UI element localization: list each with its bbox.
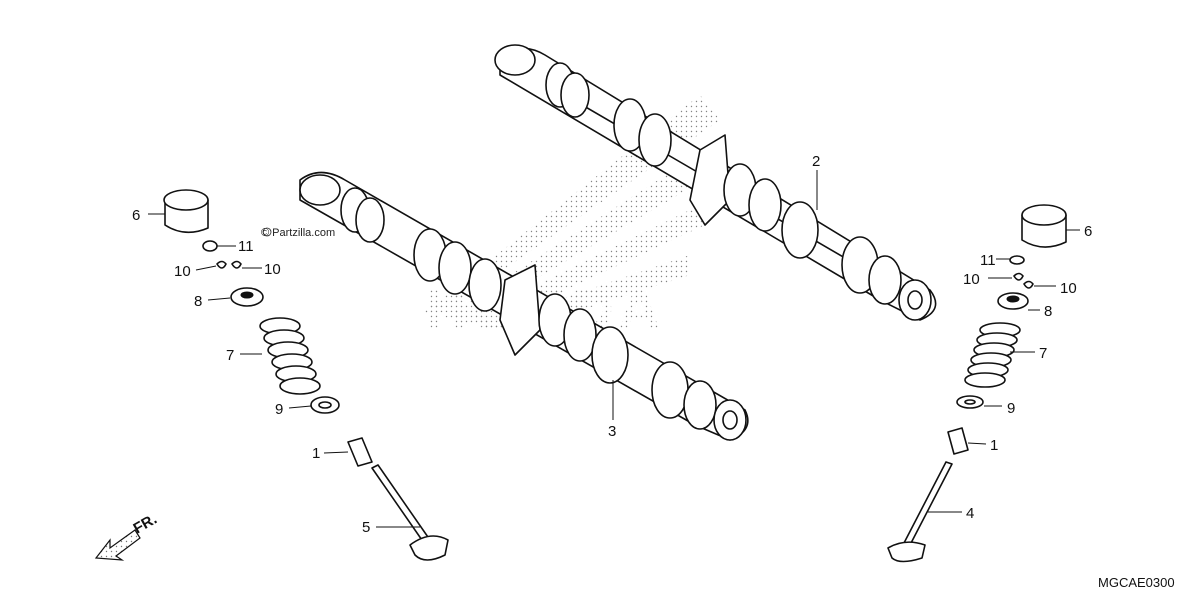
callout-4: 4 [966,505,974,522]
watermark: © Partzilla.com [261,227,335,239]
callout-2: 2 [812,153,820,170]
callout-9: 9 [1007,400,1015,417]
callout-10: 10 [174,263,191,280]
callout-6: 6 [132,207,140,224]
callout-11: 11 [238,238,254,255]
callout-11: 11 [980,252,996,269]
watermark-text: © Partzilla.com [261,227,335,239]
right-valve-assembly [887,204,1067,563]
camshaft-exhaust [494,44,937,321]
callout-7: 7 [1039,345,1047,362]
callout-5: 5 [362,519,370,536]
callout-3: 3 [608,423,616,440]
callout-10: 10 [963,271,980,288]
front-direction-arrow: FR. [94,511,160,561]
callout-6: 6 [1084,223,1092,240]
left-valve-assembly [163,189,449,561]
callout-1: 1 [990,437,998,454]
callout-8: 8 [194,293,202,310]
callout-1: 1 [312,445,320,462]
leader-lines [148,170,1080,528]
camshaft-intake [299,171,749,441]
callout-7: 7 [226,347,234,364]
callout-10: 10 [264,261,281,278]
callout-8: 8 [1044,303,1052,320]
callout-9: 9 [275,401,283,418]
diagram-code: MGCAE0300 [1098,575,1175,590]
honda-wing-logo: HONDA [420,95,720,343]
callout-10: 10 [1060,280,1077,297]
callouts: 6 11 10 10 8 7 9 1 5 2 3 6 11 10 10 8 7 … [132,153,1092,536]
